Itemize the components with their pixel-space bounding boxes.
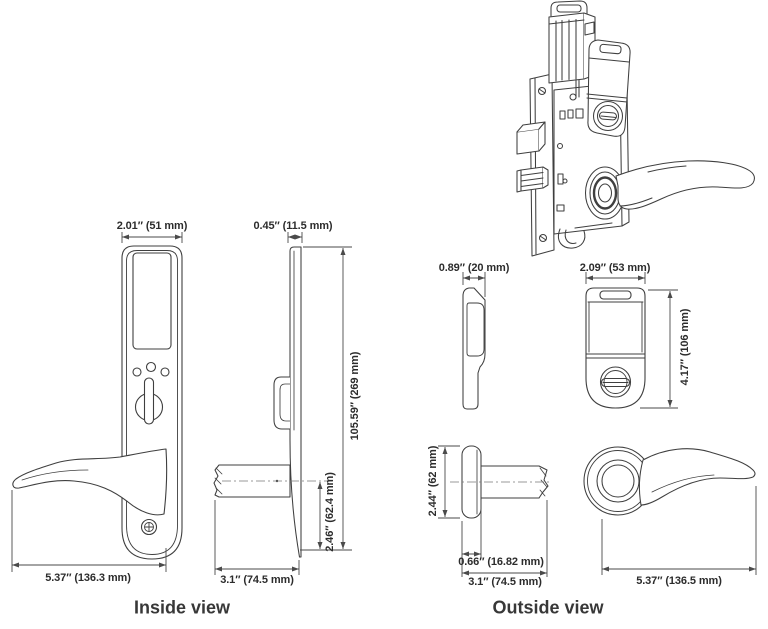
- fixing-screw: [140, 518, 158, 536]
- dim-outside-lever-projection: 3.1″ (74.5 mm): [468, 576, 542, 588]
- dimension-lines: [11, 232, 757, 577]
- dim-inside-plate-thickness: 0.45″ (11.5 mm): [253, 220, 333, 232]
- outside-lever-front-drawing: [583, 446, 756, 516]
- dim-outside-reader-width: 2.09″ (53 mm): [579, 262, 651, 274]
- battery-cover: [132, 252, 172, 350]
- thumbturn: [134, 377, 164, 425]
- key-cylinder: [599, 366, 632, 398]
- led-indicator: [160, 367, 170, 377]
- centerlines: [222, 480, 552, 483]
- dim-outside-rose-thickness: 0.66″ (16.82 mm): [458, 556, 544, 568]
- inside-lever: [12, 448, 168, 516]
- outside-lever: [638, 448, 756, 506]
- dim-inside-lever-projection: 3.1″ (74.5 mm): [220, 574, 294, 586]
- inside-front-view-drawing: [12, 245, 183, 560]
- spindle-profile: [480, 465, 549, 499]
- outside-reader-front-drawing: [585, 287, 646, 409]
- dim-outside-reader-height: 4.17″ (106 mm): [679, 308, 691, 386]
- assembly-3d-drawing: [516, 0, 755, 257]
- dim-inside-lever-to-bottom: 2.46″ (62.4 mm): [324, 472, 336, 552]
- led-indicator: [132, 367, 142, 377]
- inside-side-view-drawing: [213, 246, 302, 558]
- outside-profile-drawing: [462, 287, 486, 410]
- dim-outside-reader-thickness: 0.89″ (20 mm): [438, 262, 510, 274]
- dim-inside-overall-length: 5.37″ (136.3 mm): [45, 572, 131, 584]
- dim-outside-rose-diameter: 2.44″ (62 mm): [427, 445, 439, 517]
- dim-outside-lever-length: 5.37″ (136.5 mm): [636, 575, 722, 587]
- reader-top-slot: [599, 290, 632, 300]
- dim-inside-plate-width: 2.01″ (51 mm): [116, 220, 188, 232]
- outside-view-label: Outside view: [492, 597, 604, 618]
- inside-view-label: Inside view: [133, 597, 231, 618]
- led-indicator: [145, 361, 157, 373]
- thumbturn-profile: [273, 376, 291, 430]
- dim-inside-plate-height: 105.59″ (269 mm): [349, 351, 361, 441]
